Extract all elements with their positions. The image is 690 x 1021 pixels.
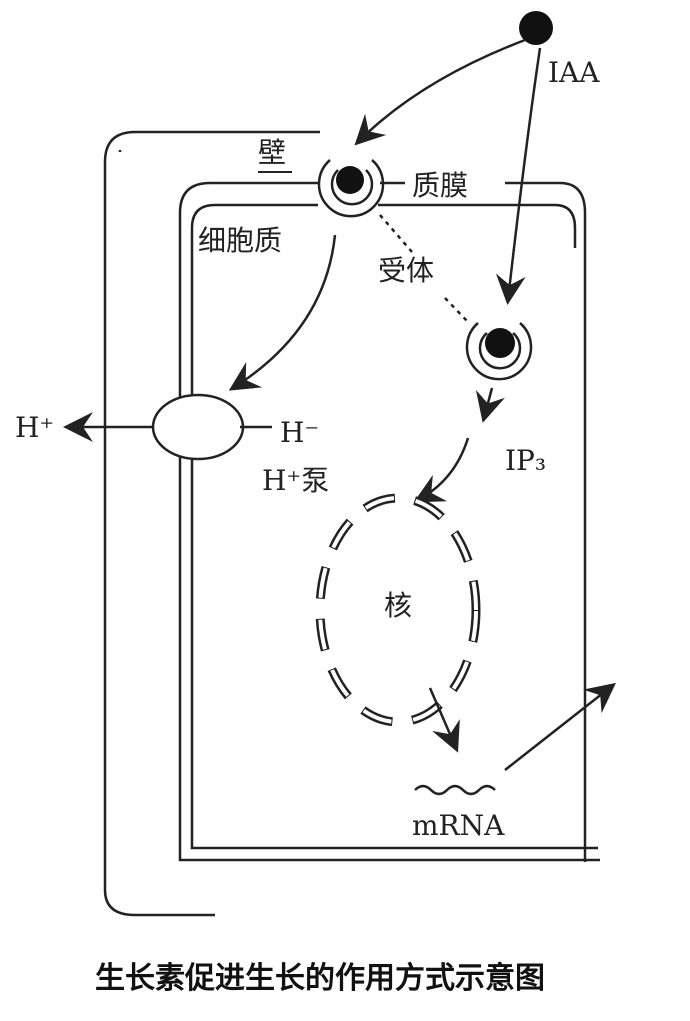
- proton-pump: [151, 393, 245, 461]
- ip3-label: IP₃: [505, 444, 546, 477]
- arrow-mrna-out: [504, 682, 616, 771]
- cell-wall: [103, 130, 320, 917]
- cytoplasm-label: 细胞质: [198, 224, 282, 257]
- mrna-label: mRNA: [412, 809, 505, 842]
- arrow-iaa-to-cytoplasm-receptor: [495, 47, 542, 305]
- nucleus-label: 核: [384, 589, 412, 622]
- figure-caption: 生长素促进生长的作用方式示意图: [95, 961, 545, 996]
- plasma-membrane-inner-right: [378, 203, 577, 248]
- receptor-link-dashed: [379, 214, 469, 323]
- plasma-membrane-inner: [190, 203, 598, 850]
- cytoplasm-receptor: [465, 322, 533, 381]
- h-in-label: H⁻: [280, 416, 319, 449]
- iaa-molecule: [519, 11, 553, 45]
- arrow-to-proton-pump: [228, 234, 337, 391]
- arrow-nucleus-to-mrna: [428, 687, 460, 753]
- membrane-label: 质膜: [412, 169, 468, 202]
- wall-label: 壁: [258, 136, 286, 169]
- iaa-label: IAA: [548, 56, 600, 89]
- membrane-receptor: [317, 159, 385, 218]
- arrow-receptor-down: [475, 387, 505, 423]
- mrna-strand: [414, 784, 496, 796]
- pump-label: H⁺泵: [262, 464, 329, 497]
- arrow-iaa-to-membrane-receptor: [354, 38, 526, 146]
- arrow-ip3-to-nucleus: [413, 437, 470, 503]
- receptor-label: 受体: [378, 254, 434, 287]
- plasma-membrane-outer: [178, 181, 600, 862]
- h-out-label: H⁺: [15, 411, 54, 444]
